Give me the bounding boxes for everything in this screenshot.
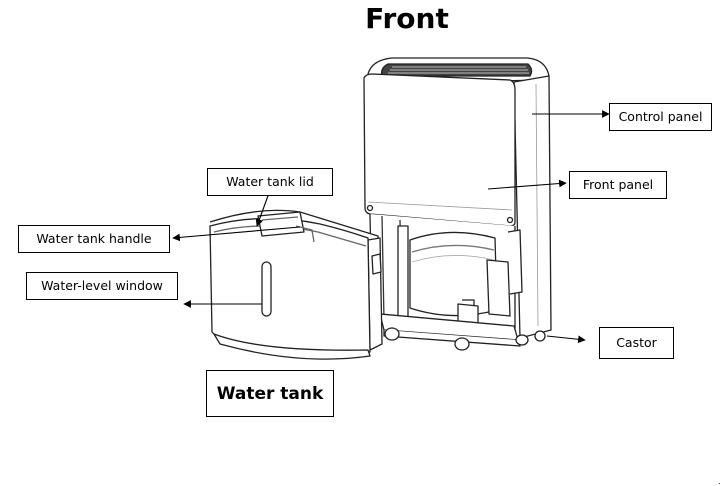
label-water-tank: Water tank (206, 370, 334, 417)
label-water-tank-handle: Water tank handle (18, 225, 170, 253)
arrow-water-tank-lid (255, 192, 270, 227)
arrow-water-tank-handle (172, 226, 301, 242)
label-front-panel: Front panel (569, 171, 667, 199)
water-tank-illustration (209, 209, 383, 360)
label-control-panel: Control panel (609, 103, 712, 131)
label-castor: Castor (599, 327, 674, 359)
arrow-front-panel (487, 179, 567, 190)
diagram-title: Front (365, 2, 449, 35)
label-water-tank-lid: Water tank lid (207, 168, 333, 196)
label-water-level-window: Water-level window (26, 272, 178, 300)
callout-arrows (172, 110, 610, 344)
arrow-castor (546, 335, 586, 344)
dehumidifier-body (363, 57, 552, 351)
corner-mark: . (718, 477, 721, 486)
